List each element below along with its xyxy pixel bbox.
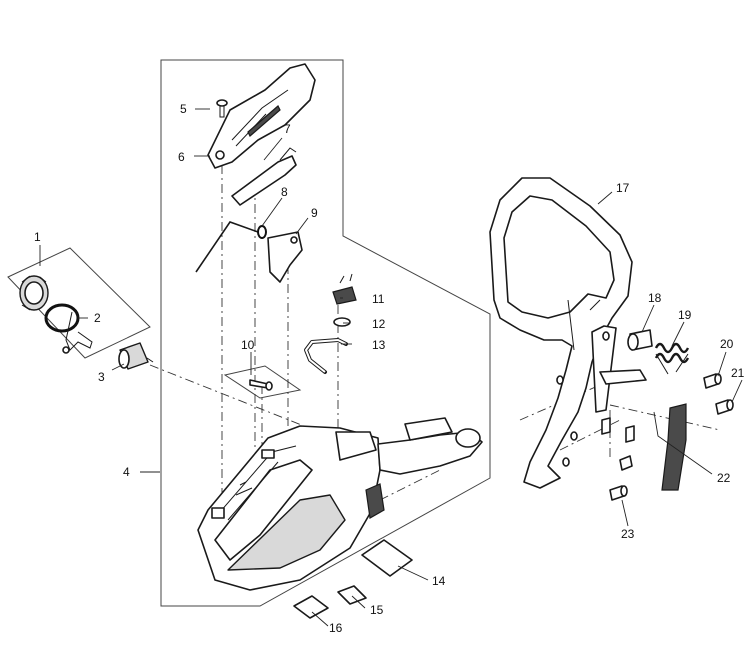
- group-frame-10: [223, 365, 302, 399]
- callout-15: 15: [370, 603, 384, 617]
- callout-3: 3: [98, 370, 105, 384]
- callout-23: 23: [621, 527, 635, 541]
- callout-20: 20: [720, 337, 734, 351]
- assembly-frame: [160, 59, 491, 607]
- callout-13: 13: [372, 338, 386, 352]
- callout-7: 7: [284, 122, 291, 136]
- fuel-hose: [304, 338, 348, 374]
- callout-16: 16: [329, 621, 343, 635]
- fuel-filter: [118, 342, 154, 370]
- screw-21: [715, 399, 734, 415]
- pin-10: [249, 379, 273, 391]
- o-ring: [44, 303, 80, 333]
- callout-17: 17: [616, 181, 630, 195]
- label-15: [337, 585, 367, 605]
- callout-4: 4: [123, 465, 130, 479]
- callout-12: 12: [372, 317, 386, 331]
- screw-23-a: [609, 485, 628, 501]
- callout-10: 10: [241, 338, 255, 352]
- seal-ring: [333, 317, 351, 327]
- callout-8: 8: [281, 185, 288, 199]
- rear-handle-housing: [197, 417, 483, 591]
- callout-9: 9: [311, 206, 318, 220]
- fuel-cap: [19, 275, 49, 311]
- callout-11: 11: [372, 292, 385, 306]
- screw-20: [703, 373, 722, 389]
- callout-5: 5: [180, 102, 187, 116]
- trigger-spring: [195, 221, 267, 273]
- cap-strap: [62, 311, 93, 354]
- screw-23-b: [619, 455, 633, 471]
- callout-18: 18: [648, 291, 662, 305]
- callout-22: 22: [717, 471, 731, 485]
- grommet: [332, 273, 357, 305]
- handle-cover: [207, 63, 316, 169]
- label-16: [293, 595, 329, 619]
- throttle-trigger: [231, 147, 297, 206]
- front-handle: [489, 177, 647, 489]
- screw-23-c: [601, 417, 635, 443]
- lockout-lever: [267, 231, 303, 283]
- callout-14: 14: [432, 574, 446, 588]
- callout-6: 6: [178, 150, 185, 164]
- bushing: [627, 329, 653, 351]
- callout-19: 19: [678, 308, 692, 322]
- callout-2: 2: [94, 311, 101, 325]
- screw-5: [216, 99, 228, 118]
- leader-lines: [39, 108, 743, 627]
- callout-21: 21: [731, 366, 745, 380]
- callout-1: 1: [34, 230, 41, 244]
- coil-spring: [654, 342, 690, 375]
